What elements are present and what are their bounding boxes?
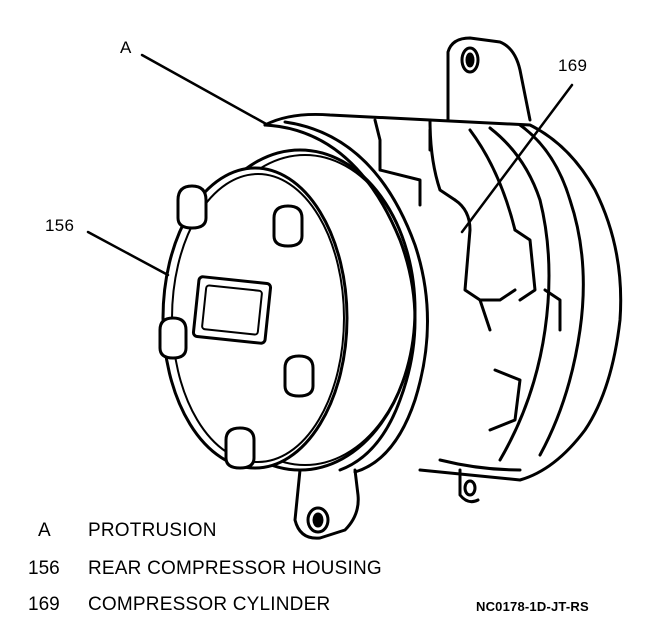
callout-label-169: 169: [558, 56, 588, 75]
callout-label-a: A: [120, 38, 132, 57]
figure-code: NC0178-1D-JT-RS: [476, 599, 589, 614]
leader-156: [86, 230, 170, 277]
legend-text: PROTRUSION: [88, 520, 217, 541]
top-mounting-ear: [446, 36, 532, 122]
callout-leaders: [86, 53, 574, 277]
legend-key: 169: [28, 594, 60, 615]
legend-text: REAR COMPRESSOR HOUSING: [88, 558, 382, 579]
legend-key: A: [38, 520, 51, 541]
legend-key: 156: [28, 558, 60, 579]
housing-bolts: [158, 184, 315, 470]
leader-a: [140, 53, 270, 127]
compressor-body: [263, 112, 623, 482]
callout-label-156: 156: [45, 216, 75, 235]
bottom-mounting-ear: [293, 468, 480, 540]
legend-text: COMPRESSOR CYLINDER: [88, 594, 331, 615]
leader-169: [460, 83, 574, 234]
